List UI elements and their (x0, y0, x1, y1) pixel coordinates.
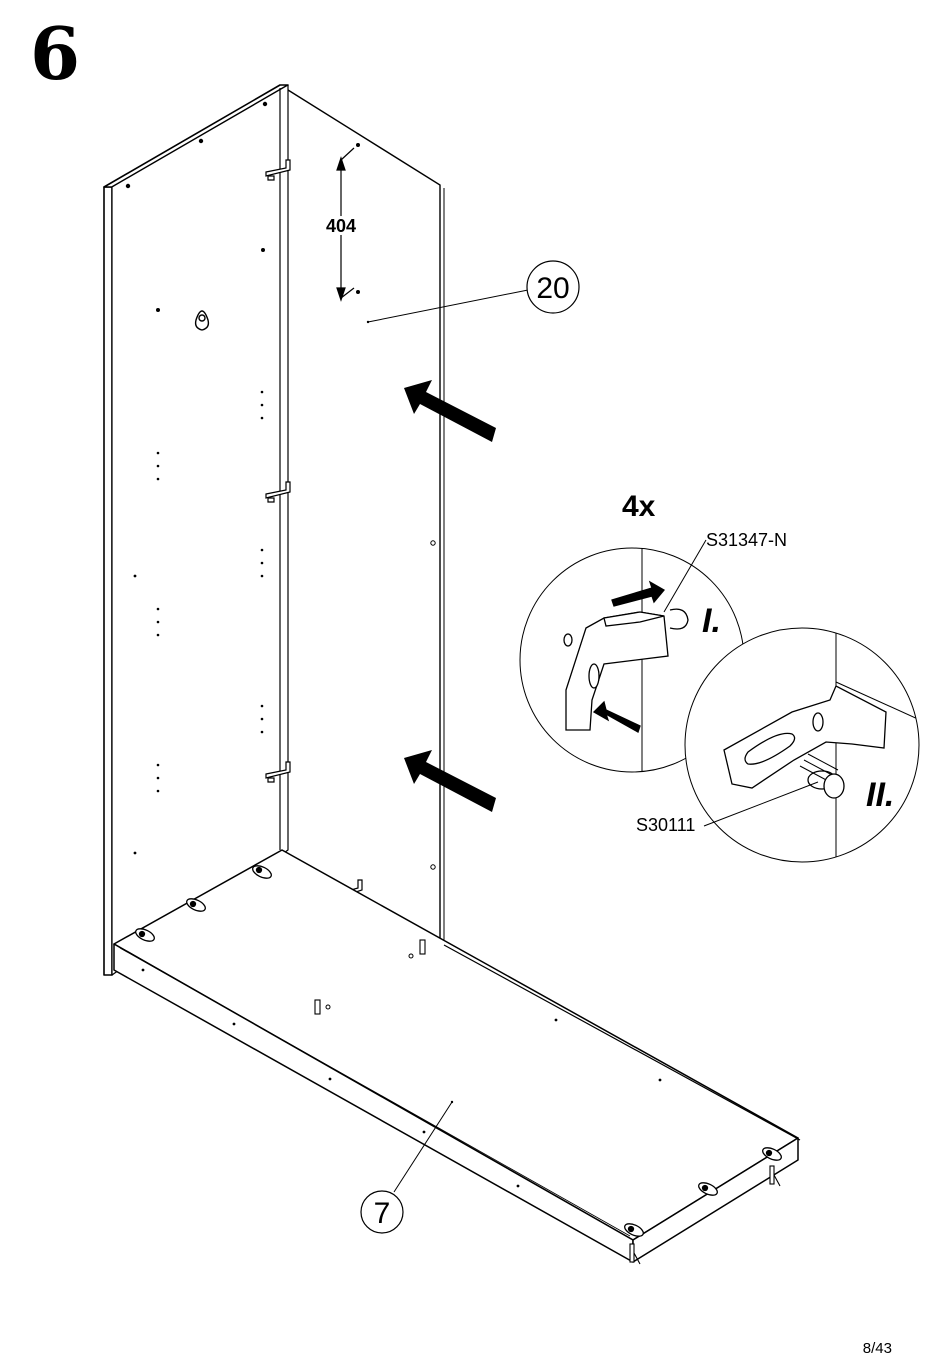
dimension-label: 404 (326, 216, 356, 236)
bracket-code: S31347-N (706, 530, 787, 550)
callout-leader-20 (368, 290, 528, 322)
detail-circle-two (685, 628, 920, 862)
part-number-20: 20 (536, 272, 569, 305)
screw-code: S30111 (636, 815, 695, 835)
side-panel (104, 85, 288, 975)
bottom-panel (114, 850, 800, 1262)
detail-step-one: I. (702, 602, 721, 640)
quantity-label: 4x (622, 490, 656, 523)
detail-step-two: II. (866, 776, 894, 814)
insert-arrow-lower (404, 750, 496, 812)
insert-arrow-upper (404, 380, 496, 442)
back-panel (288, 90, 444, 945)
page-number: 8/43 (863, 1340, 892, 1357)
part-number-7: 7 (374, 1197, 391, 1230)
